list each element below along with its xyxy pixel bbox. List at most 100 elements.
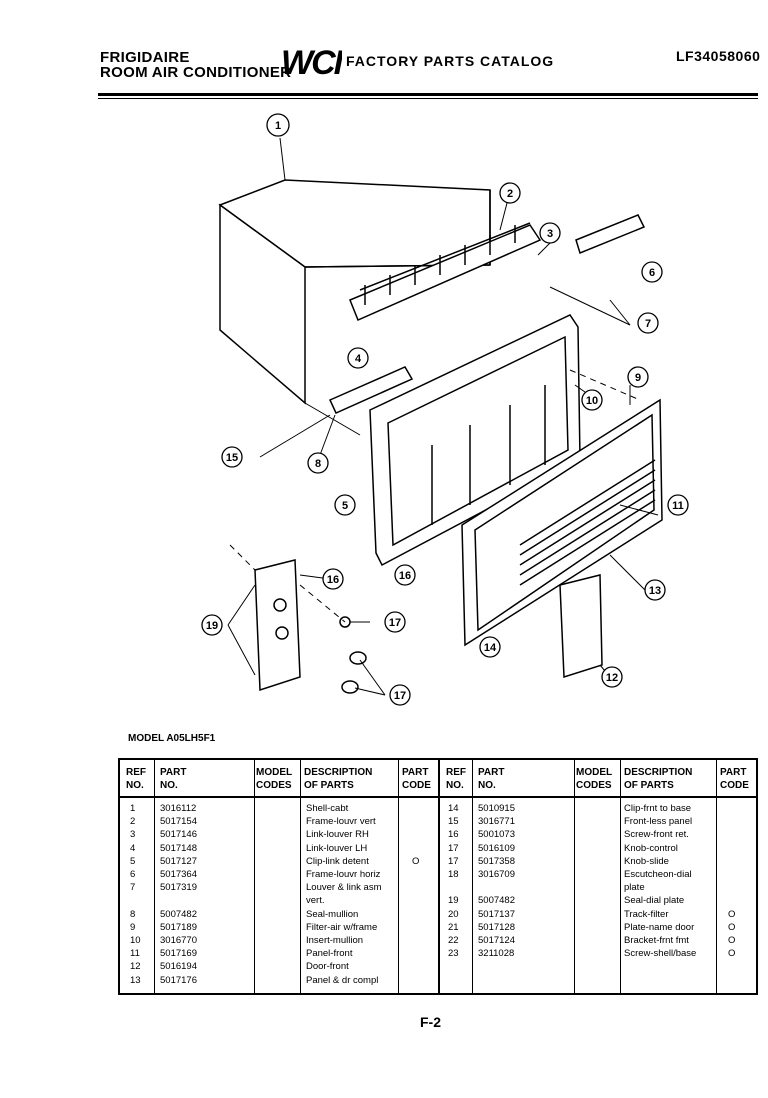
table-cell-ref: 3: [130, 829, 136, 841]
table-cell-part: 5016109: [478, 842, 515, 854]
table-cell-part: 5017364: [160, 869, 197, 880]
callout-1: [266, 113, 290, 137]
svg-text:17: 17: [389, 617, 401, 629]
table-cell-desc: Seal-mullion: [306, 908, 359, 920]
table-cell-desc: Panel & dr compl: [306, 974, 379, 986]
callout-7: [637, 312, 659, 334]
catalog-part-number: LF34058060: [676, 48, 761, 64]
callout-13: [644, 579, 666, 601]
svg-text:WCI: WCI: [281, 44, 342, 78]
svg-text:16: 16: [327, 574, 339, 586]
callout-15: [221, 446, 243, 468]
table-cell-code: O: [728, 921, 736, 933]
table-cell-code: O: [728, 935, 736, 946]
svg-text:9: 9: [635, 372, 641, 384]
svg-text:1: 1: [275, 120, 281, 132]
product-type: ROOM AIR CONDITIONER: [100, 64, 292, 81]
table-cell-desc: Panel-front: [306, 948, 353, 960]
front-panel-drawing: [461, 398, 663, 647]
cabinet-shell-drawing: [218, 179, 491, 436]
louver-frame-drawing: [349, 222, 542, 321]
model-label: MODEL A05LH5F1: [128, 733, 216, 744]
page-number: F-2: [420, 1014, 441, 1030]
table-cell-part: 5017154: [160, 816, 197, 828]
callout-5: [334, 494, 356, 516]
svg-text:5: 5: [342, 500, 348, 512]
callout-17a: [384, 611, 406, 633]
table-cell-ref: 20: [448, 908, 459, 920]
svg-text:2: 2: [507, 188, 513, 200]
table-cell-code: O: [728, 948, 736, 960]
svg-text:17: 17: [394, 690, 406, 702]
table-cell-ref: 12: [130, 961, 141, 973]
table-cell-ref: 15: [448, 816, 459, 828]
table-cell-desc: Link-louver RH: [306, 829, 369, 841]
table-cell-ref: 19: [448, 895, 459, 907]
knob-drawing-2: [349, 651, 367, 665]
table-cell-ref: 13: [130, 974, 141, 986]
table-cell-desc: Louver & link asm: [306, 882, 382, 894]
table-cell-ref: 17: [448, 842, 459, 854]
table-cell-ref: 18: [448, 869, 459, 880]
table-cell-part: 5017148: [160, 842, 197, 854]
table-cell-ref: 7: [130, 882, 136, 894]
table-cell-desc: Frame-louvr horiz: [306, 869, 381, 880]
table-cell-desc: Insert-mullion: [306, 935, 364, 946]
table-cell-code: O: [728, 908, 736, 920]
svg-text:13: 13: [649, 585, 661, 597]
callout-3: [539, 222, 561, 244]
table-cell-ref: 10: [130, 935, 141, 946]
callout-12: [601, 666, 623, 688]
svg-text:15: 15: [226, 452, 238, 464]
front-frame-drawing: [369, 314, 581, 567]
table-cell-part: 5017146: [160, 829, 197, 841]
svg-text:19: 19: [206, 620, 218, 632]
table-cell-ref: 4: [130, 842, 136, 854]
table-cell-part: 5016194: [160, 961, 197, 973]
knob-drawing-3: [341, 680, 359, 694]
callout-14: [479, 636, 501, 658]
table-cell-desc: Bracket-frnt fmt: [624, 935, 689, 946]
table-cell-part: 5017176: [160, 974, 197, 986]
table-cell-part: 5017137: [478, 908, 515, 920]
callout-6b: [307, 452, 329, 474]
table-cell-part: 5017169: [160, 948, 197, 960]
table-cell-part: 5001073: [478, 829, 515, 841]
table-cell-ref: 21: [448, 921, 459, 933]
table-cell-part: 5017358: [478, 855, 515, 867]
table-cell-desc: Screw-shell/base: [624, 948, 697, 960]
svg-text:4: 4: [355, 353, 362, 365]
svg-text:10: 10: [586, 395, 598, 407]
table-cell-ref: 1: [130, 803, 136, 814]
table-cell-desc: Plate-name door: [624, 921, 695, 933]
table-cell-desc: Clip-link detent: [306, 855, 369, 867]
table-cell-part: 3016709: [478, 869, 515, 880]
callout-16a: [394, 564, 416, 586]
exploded-parts-diagram: 1 2 3 6 7 4 9 10 15 8 11 5 16 16 13 19 1…: [201, 113, 689, 706]
callout-9: [627, 366, 649, 388]
front-door-drawing: [559, 574, 603, 679]
callouts: [201, 113, 689, 706]
table-cell-desc: Front-less panel: [624, 816, 693, 828]
table-cell-desc: Filter-air w/frame: [306, 921, 378, 933]
table-cell-desc: Link-louver LH: [306, 842, 368, 854]
table-cell-ref: 17: [448, 855, 459, 867]
callout-6a: [641, 261, 663, 283]
leader-lines: [227, 137, 659, 696]
table-cell-desc: Door-front: [306, 961, 349, 973]
svg-text:3: 3: [547, 228, 553, 240]
svg-text:14: 14: [484, 642, 497, 654]
table-cell-ref: 16: [448, 829, 459, 841]
table-cell-desc: Escutcheon-dial: [624, 869, 692, 880]
table-cell-part: 3211028: [478, 948, 515, 960]
table-cell-desc: Clip-frnt to base: [624, 803, 692, 814]
svg-text:12: 12: [606, 672, 618, 684]
catalog-title: FACTORY PARTS CATALOG: [346, 53, 555, 69]
